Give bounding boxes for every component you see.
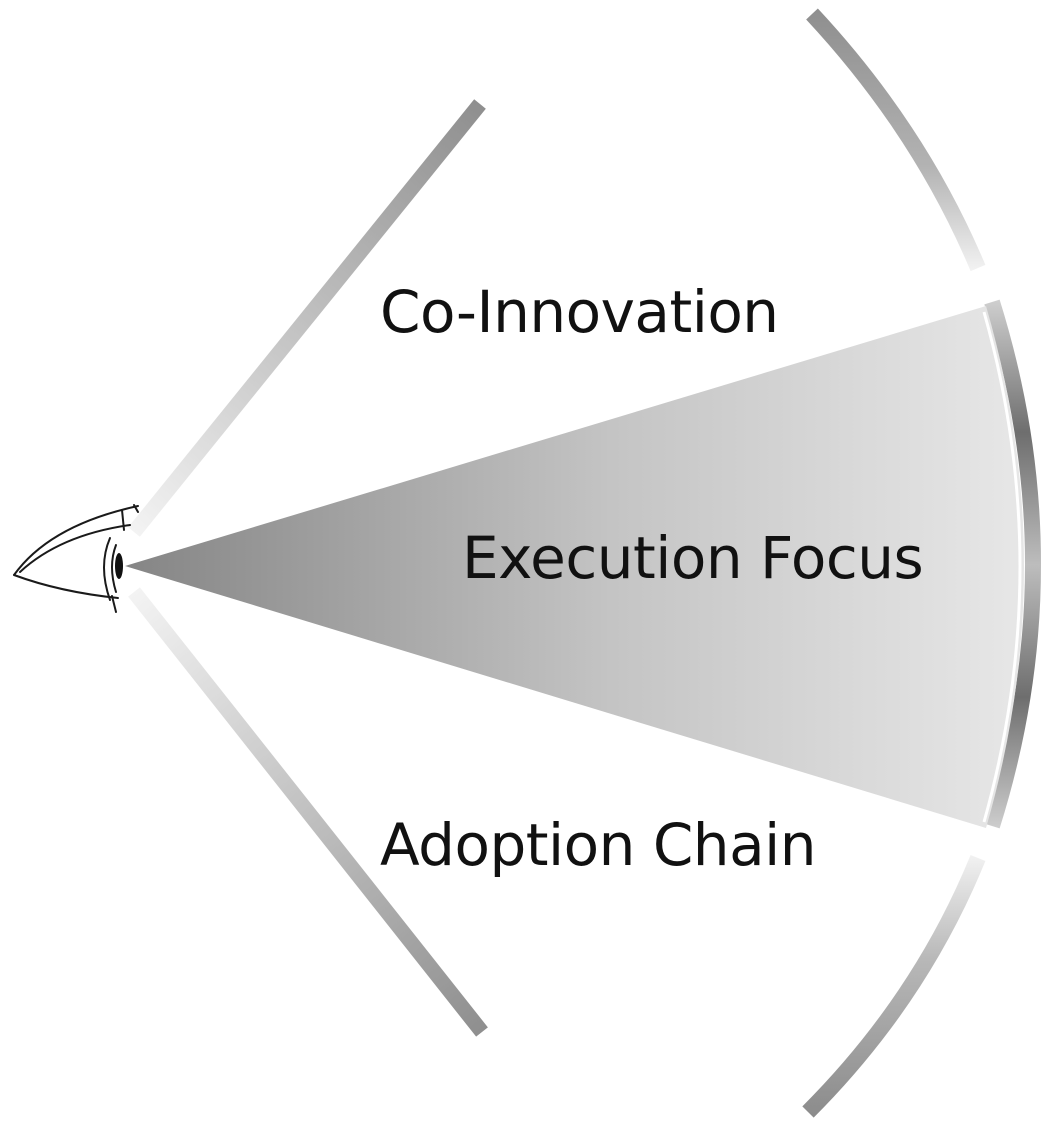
focus-cone: [125, 306, 1024, 828]
bracket-upper-arm: [128, 99, 486, 537]
arc-bottom-segment: [802, 854, 986, 1118]
eye-icon: [13, 504, 139, 613]
outer-arc: [802, 8, 1041, 1118]
label-execution-focus: Execution Focus: [462, 524, 923, 592]
label-adoption-chain: Adoption Chain: [380, 811, 816, 879]
arc-middle-segment: [984, 299, 1041, 829]
left-bracket: [128, 99, 488, 1037]
bracket-lower-arm: [128, 587, 488, 1037]
cone-edge-highlight: [982, 311, 1022, 823]
arc-top-segment: [806, 8, 986, 272]
label-co-innovation: Co-Innovation: [380, 278, 779, 346]
